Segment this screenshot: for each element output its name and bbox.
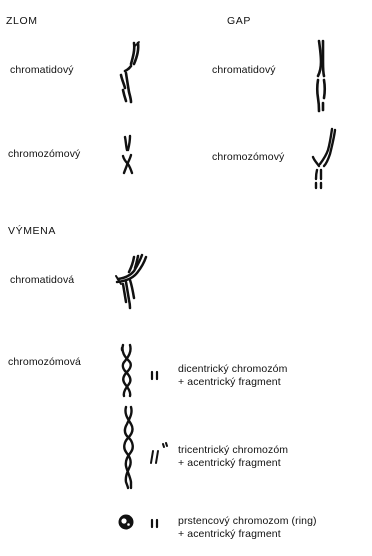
vymena-chromatid-label: chromatidová: [10, 274, 74, 286]
zlom-chromatid-label: chromatidový: [10, 64, 74, 76]
vymena-chromatid-exchange-figure: [112, 252, 152, 310]
vymena-header: VÝMENA: [8, 225, 56, 237]
zlom-header: ZLOM: [6, 15, 38, 27]
dicentric-chromosome-figure: [116, 342, 138, 398]
gap-header: GAP: [227, 15, 251, 27]
ring-chromosome-figure: [115, 511, 137, 533]
acentric-fragment-3-figure: [148, 517, 162, 531]
result-3-line1: prstencový chromozom (ring): [178, 515, 317, 527]
result-3-line2: + acentrický fragment: [178, 528, 281, 540]
zlom-chromatid-break-figure: [112, 40, 148, 106]
zlom-chromosome-break-figure: [116, 134, 140, 176]
result-1-line2: + acentrický fragment: [178, 376, 281, 388]
gap-chromosome-label: chromozómový: [212, 151, 284, 163]
result-2-line2: + acentrický fragment: [178, 457, 281, 469]
vymena-chromosome-label: chromozómová: [8, 356, 81, 368]
zlom-chromosome-label: chromozómový: [8, 148, 80, 160]
acentric-fragment-2-figure: [148, 441, 170, 467]
gap-chromosome-gap-figure: [306, 126, 340, 190]
acentric-fragment-1-figure: [148, 369, 162, 383]
result-2-line1: tricentrický chromozóm: [178, 444, 288, 456]
gap-chromatid-label: chromatidový: [212, 64, 276, 76]
gap-chromatid-gap-figure: [308, 38, 334, 114]
result-1-line1: dicentrický chromozóm: [178, 363, 287, 375]
tricentric-chromosome-figure: [116, 404, 142, 490]
